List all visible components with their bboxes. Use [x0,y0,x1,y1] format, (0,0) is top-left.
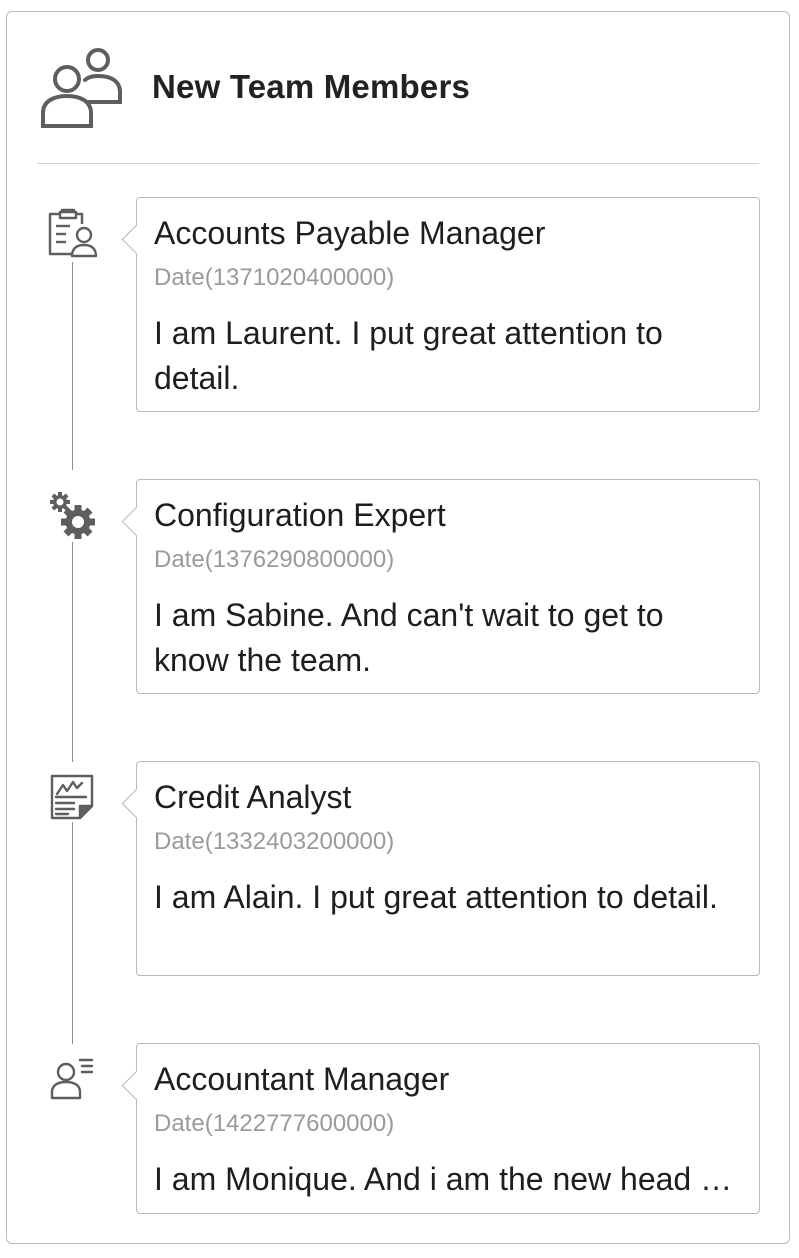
member-date: Date(1371020400000) [154,264,395,291]
member-role: Credit Analyst [154,779,352,815]
member-description: I am Monique. And i am the new head of t… [154,1161,744,1197]
timeline-connector [72,542,73,762]
timeline-connector [72,262,73,470]
team-icon [41,48,122,128]
member-card[interactable]: Accountant Manager Date(1422777600000) I… [121,1043,760,1214]
member-description: I am Alain. I put great attention to det… [154,879,718,915]
page-title: New Team Members [152,68,471,105]
member-date: Date(1332403200000) [154,828,395,855]
member-role: Accountant Manager [154,1061,450,1097]
member-description: I am Laurent. I put great attention to d… [154,315,663,396]
member-description: I am Sabine. And can't wait to get to kn… [154,597,664,678]
person-list-icon [50,1058,94,1100]
timeline-connector [72,822,73,1044]
member-date: Date(1376290800000) [154,546,395,573]
header-divider [37,163,759,164]
member-date: Date(1422777600000) [154,1110,395,1137]
member-role: Accounts Payable Manager [154,215,546,251]
member-card[interactable]: Credit Analyst Date(1332403200000) I am … [121,761,760,976]
clipboard-person-icon [48,208,98,258]
member-role: Configuration Expert [154,497,446,533]
member-card[interactable]: Accounts Payable Manager Date(1371020400… [121,197,760,412]
member-card[interactable]: Configuration Expert Date(1376290800000)… [121,479,760,694]
chart-document-icon [50,774,94,820]
gears-icon [50,492,95,539]
